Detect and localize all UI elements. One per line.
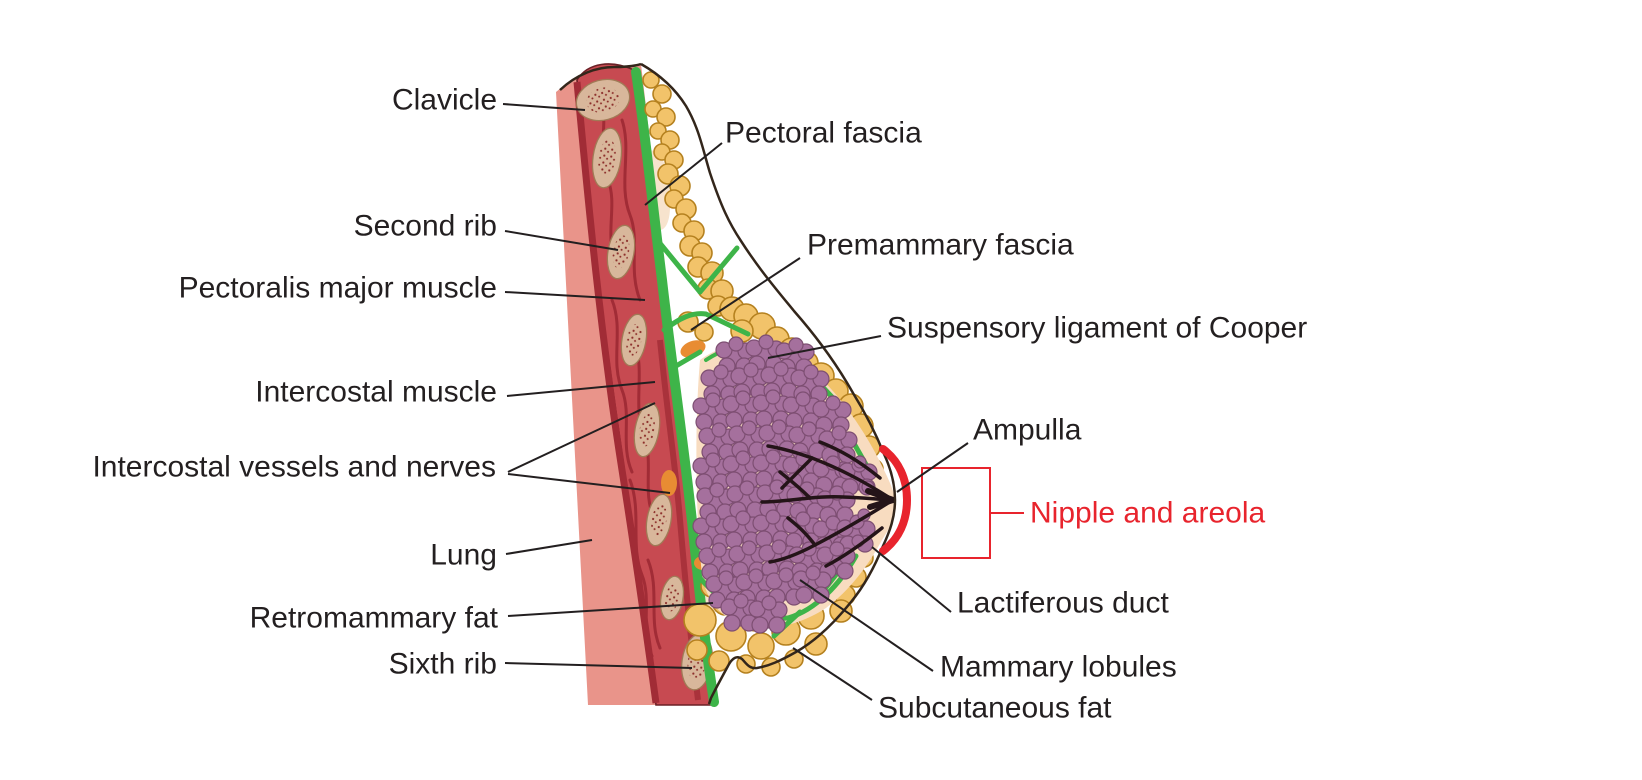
label-lung: Lung — [430, 538, 497, 572]
leader-subcutaneous-fat — [792, 647, 873, 701]
lactiferous-ducts — [760, 440, 896, 568]
leader-intercostal-vessels-lower — [507, 473, 671, 494]
leader-pectoral-fascia — [644, 142, 723, 206]
skin-outline — [559, 62, 897, 705]
leader-mammary-lobules — [799, 579, 934, 672]
leader-intercostal-vessels-upper — [507, 402, 656, 473]
nipple-areola-outline — [879, 445, 912, 555]
label-retromammary-fat: Retromammary fat — [249, 601, 498, 635]
label-intercostal-vessels-and-nerves: Intercostal vessels and nerves — [92, 450, 496, 484]
label-sixth-rib: Sixth rib — [388, 647, 497, 681]
leader-lactiferous-duct — [871, 546, 952, 613]
leader-cooper-ligament — [767, 335, 882, 359]
leader-clavicle — [502, 103, 586, 111]
nipple-label-bracket — [921, 467, 1024, 559]
label-nipple-and-areola: Nipple and areola — [1030, 496, 1266, 530]
leader-second-rib — [504, 230, 619, 251]
label-second-rib: Second rib — [353, 209, 497, 243]
label-subcutaneous-fat: Subcutaneous fat — [878, 691, 1112, 725]
leader-lung — [505, 539, 593, 555]
label-suspensory-ligament-of-cooper: Suspensory ligament of Cooper — [887, 311, 1308, 345]
label-mammary-lobules: Mammary lobules — [940, 650, 1177, 684]
label-pectoral-fascia: Pectoral fascia — [725, 116, 922, 150]
leader-sixth-rib — [504, 662, 693, 669]
label-ampulla: Ampulla — [973, 413, 1082, 447]
label-clavicle: Clavicle — [391, 83, 497, 117]
label-intercostal-muscle: Intercostal muscle — [255, 375, 497, 409]
leader-ampulla — [896, 442, 969, 493]
leader-intercostal-muscle — [506, 381, 656, 397]
leader-lines — [502, 103, 969, 701]
leader-pectoralis-major — [504, 291, 646, 301]
leader-premammary-fascia — [690, 257, 801, 331]
label-lactiferous-duct: Lactiferous duct — [957, 586, 1169, 620]
label-pectoralis-major-muscle: Pectoralis major muscle — [178, 271, 497, 305]
leader-retromammary-fat — [507, 602, 714, 617]
label-premammary-fascia: Premammary fascia — [807, 228, 1074, 262]
